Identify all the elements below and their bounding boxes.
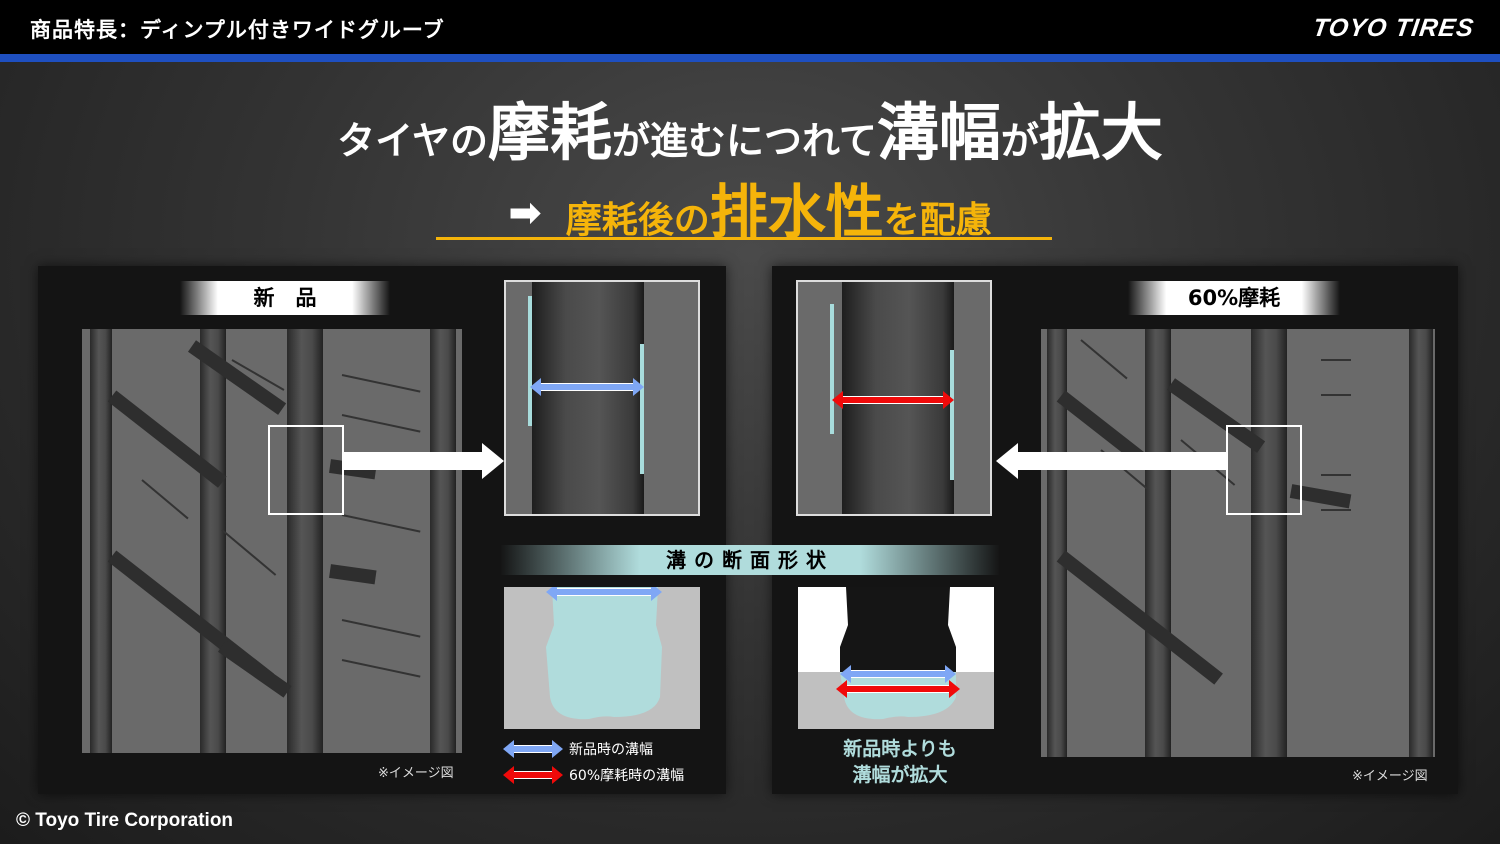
headline-emphasis: 溝幅 xyxy=(876,96,1001,169)
legend-item-worn: 60%摩耗時の溝幅 xyxy=(503,765,685,785)
right-arrow-icon: ➡ xyxy=(508,190,542,236)
legend-item-new: 新品時の溝幅 xyxy=(503,739,653,759)
image-note: ※イメージ図 xyxy=(378,766,454,781)
caption-line: 溝幅が拡大 xyxy=(852,764,948,786)
toyo-tires-logo: TOYO TIRES xyxy=(1311,14,1477,42)
worn-width-arrow-icon xyxy=(836,680,960,698)
cross-section-title: 溝の断面形状 xyxy=(500,545,1000,575)
worn-width-arrow-icon xyxy=(832,391,954,409)
headline-text: が進むにつれて xyxy=(611,119,877,163)
caption-line: 新品時よりも xyxy=(843,738,957,760)
headline-emphasis: 拡大 xyxy=(1038,96,1163,169)
new-groove-zoom xyxy=(504,280,700,516)
legend-label: 新品時の溝幅 xyxy=(569,742,653,758)
subheadline-underline xyxy=(436,237,1052,240)
red-double-arrow-icon xyxy=(503,766,563,784)
blue-double-arrow-icon xyxy=(503,740,563,758)
subheadline-text: 摩耗後の xyxy=(565,200,710,241)
image-note: ※イメージ図 xyxy=(1352,769,1428,784)
zoom-arrow-icon xyxy=(996,443,1226,479)
worn-groove-zoom xyxy=(796,280,992,516)
new-width-arrow-icon xyxy=(546,587,662,601)
header-bar: 商品特長：ディンプル付きワイドグルーブ TOYO TIRES xyxy=(0,0,1500,54)
headline-emphasis: 摩耗 xyxy=(487,96,612,169)
new-tire-focus-rect xyxy=(268,425,344,515)
new-width-arrow-icon xyxy=(840,665,956,683)
cross-section-caption: 新品時よりも 溝幅が拡大 xyxy=(800,736,1000,788)
subheadline-text: を配慮 xyxy=(883,200,992,241)
subheadline: ➡ 摩耗後の排水性を配慮 xyxy=(0,165,1500,249)
worn-tire-tread-image xyxy=(1041,329,1435,757)
new-tire-label: 新 品 xyxy=(180,281,390,315)
header-accent-line xyxy=(0,54,1500,62)
new-tire-tread-image xyxy=(82,329,462,753)
copyright: © Toyo Tire Corporation xyxy=(16,810,234,831)
subheadline-emphasis: 排水性 xyxy=(709,178,884,246)
headline-text: が xyxy=(1000,119,1039,163)
zoom-arrow-icon xyxy=(344,443,504,479)
headline-text: タイヤの xyxy=(337,119,488,163)
headline: タイヤの摩耗が進むにつれて溝幅が拡大 xyxy=(0,82,1500,172)
worn-tire-label: 60%摩耗 xyxy=(1128,281,1340,315)
legend-label: 60%摩耗時の溝幅 xyxy=(569,768,685,784)
new-cross-section xyxy=(504,587,700,729)
slide-title: 商品特長：ディンプル付きワイドグルーブ xyxy=(30,18,445,42)
worn-cross-section xyxy=(798,587,994,729)
worn-tire-focus-rect xyxy=(1226,425,1302,515)
new-width-arrow-icon xyxy=(530,378,644,396)
